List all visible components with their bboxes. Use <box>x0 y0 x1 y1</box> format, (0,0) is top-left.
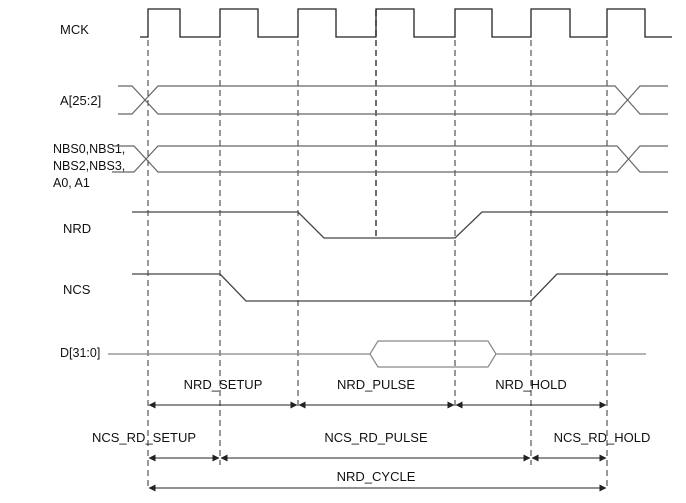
interval-arrows <box>148 401 607 492</box>
signal-label-nbs-line1: NBS0,NBS1, <box>53 142 125 156</box>
ncs-waveform <box>132 273 668 302</box>
signal-label-addr: A[25:2] <box>60 93 101 108</box>
ncs-rd-pulse-label: NCS_RD_PULSE <box>324 430 428 445</box>
signal-label-nrd: NRD <box>63 221 91 236</box>
ncs-rd-hold-label: NCS_RD_HOLD <box>554 430 651 445</box>
nrd-cycle-label: NRD_CYCLE <box>337 469 416 484</box>
nrd-waveform <box>132 211 668 239</box>
dashed-markers <box>147 10 608 490</box>
signal-label-nbs-line2: NBS2,NBS3, <box>53 159 125 173</box>
signal-label-ncs: NCS <box>63 282 91 297</box>
signal-label-nbs-line3: A0, A1 <box>53 176 90 190</box>
signal-label-mck: MCK <box>60 22 89 37</box>
addr-bus-waveform <box>118 85 668 115</box>
ncs-rd-setup-label: NCS_RD_SETUP <box>92 430 196 445</box>
nrd-pulse-label: NRD_PULSE <box>337 377 415 392</box>
data-bus-waveform <box>108 340 646 368</box>
mck-waveform <box>140 8 672 38</box>
nrd-hold-label: NRD_HOLD <box>495 377 567 392</box>
nbs-bus-waveform <box>112 145 668 173</box>
nrd-setup-label: NRD_SETUP <box>184 377 263 392</box>
signal-label-data: D[31:0] <box>60 346 100 360</box>
